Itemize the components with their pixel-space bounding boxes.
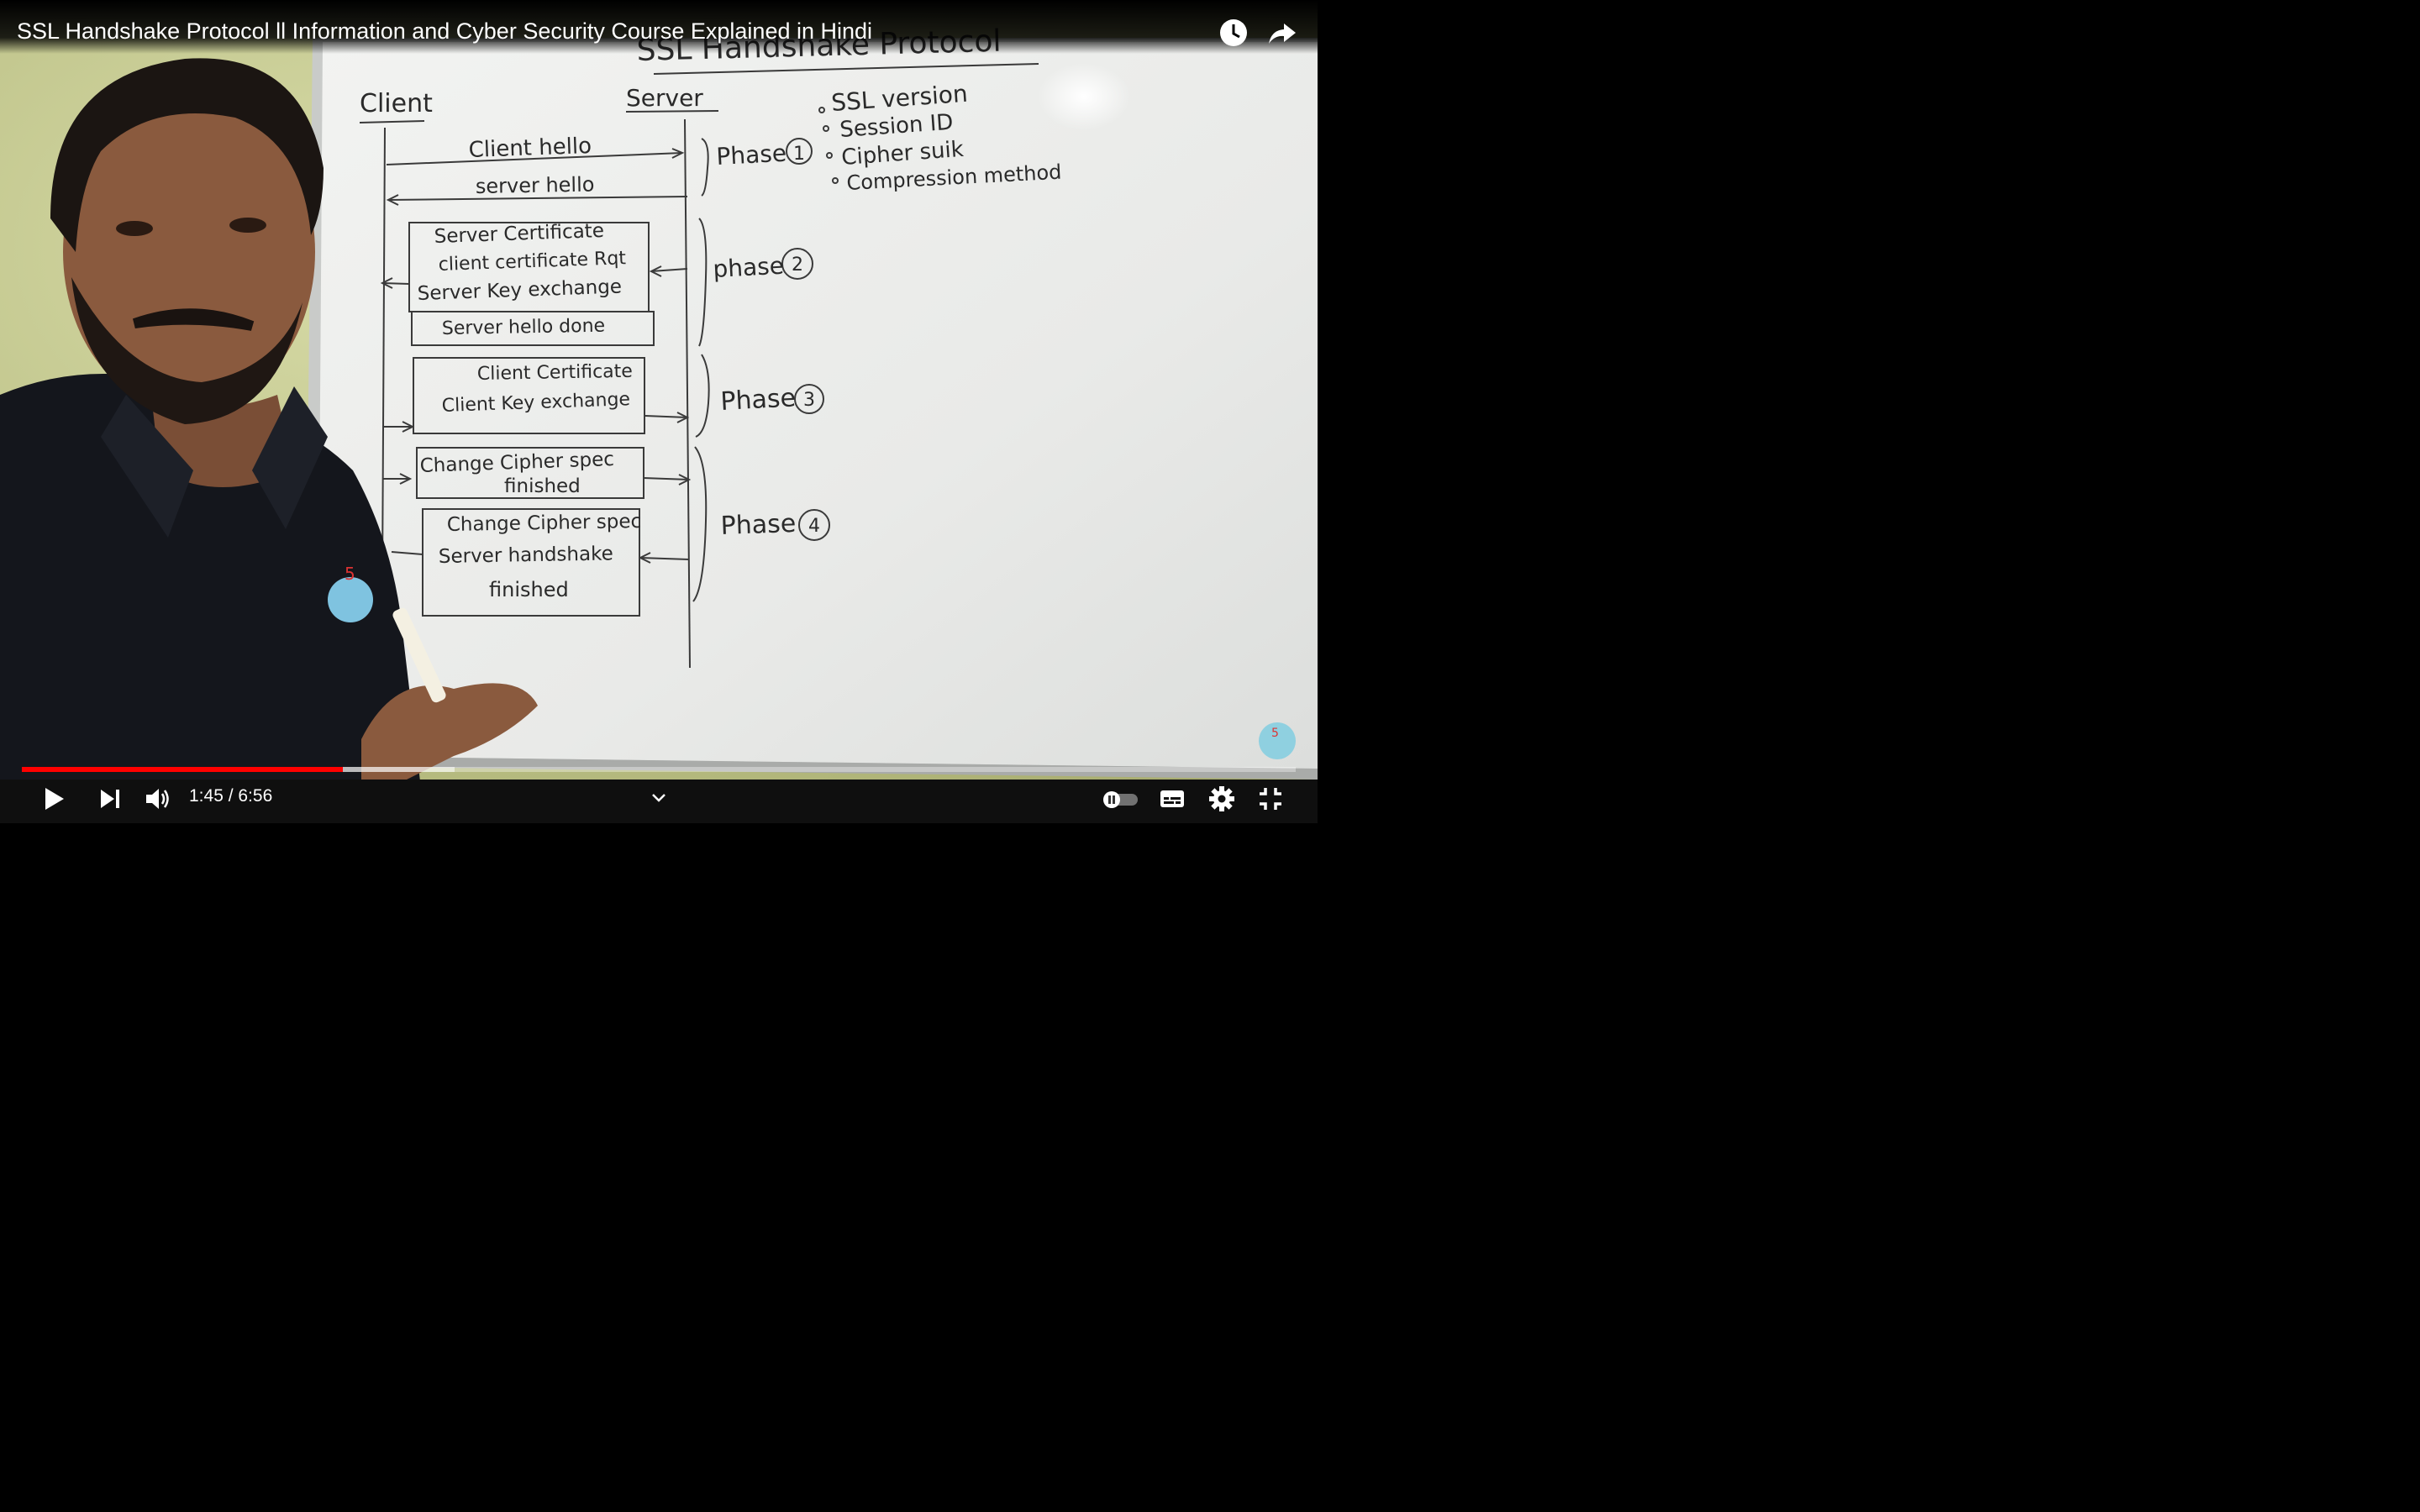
phase4-number: 4 (808, 516, 820, 537)
top-overlay (0, 0, 1318, 54)
exit-fullscreen-icon[interactable] (1256, 785, 1285, 813)
time-display: 1:45 / 6:56 (189, 786, 273, 806)
phase1-label: Phase (716, 139, 787, 171)
server-label: Server (626, 84, 703, 112)
presenter: 5 (0, 58, 538, 781)
subtitles-icon[interactable] (1158, 785, 1186, 813)
phase3-label: Phase (720, 383, 797, 417)
clock-icon[interactable] (1218, 17, 1249, 49)
next-button[interactable] (96, 785, 124, 813)
phase3-number: 3 (803, 390, 815, 411)
msg-server-handshake: Server handshake (439, 543, 613, 568)
phase1-number: 1 (793, 144, 805, 165)
volume-button[interactable] (143, 785, 173, 813)
chevron-down-icon[interactable] (649, 785, 669, 813)
client-label: Client (360, 89, 433, 118)
phase2-label: phase (713, 252, 785, 283)
msg-client-hello: Client hello (468, 134, 592, 163)
play-button[interactable] (39, 785, 67, 813)
video-frame[interactable]: SSL Handshake Protocol Client Server SSL… (0, 0, 1318, 823)
svg-text:5: 5 (1271, 727, 1279, 740)
msg-change-cipher-spec-server: Change Cipher spec (447, 511, 642, 536)
msg-server-hello: server hello (476, 173, 595, 198)
play-icon (45, 788, 64, 810)
phase4-label: Phase (720, 509, 797, 541)
phase2-number: 2 (792, 255, 803, 276)
progress-bar[interactable] (22, 767, 1296, 772)
msg-client-certificate: Client Certificate (477, 361, 633, 385)
msg-server-hello-done: Server hello done (442, 316, 606, 339)
channel-watermark: 5 (1259, 722, 1296, 759)
msg-finished-server: finished (489, 578, 569, 601)
autoplay-toggle-icon[interactable] (1101, 785, 1139, 813)
share-arrow-icon[interactable] (1266, 17, 1298, 49)
whiteboard-diagram (359, 63, 1039, 669)
msg-finished-client: finished (504, 475, 581, 497)
video-title[interactable]: SSL Handshake Protocol ll Information an… (17, 18, 873, 44)
gear-icon[interactable] (1207, 785, 1236, 813)
svg-text:5: 5 (345, 564, 355, 584)
next-icon (101, 790, 119, 808)
volume-icon (146, 789, 169, 809)
progress-played (22, 767, 344, 772)
